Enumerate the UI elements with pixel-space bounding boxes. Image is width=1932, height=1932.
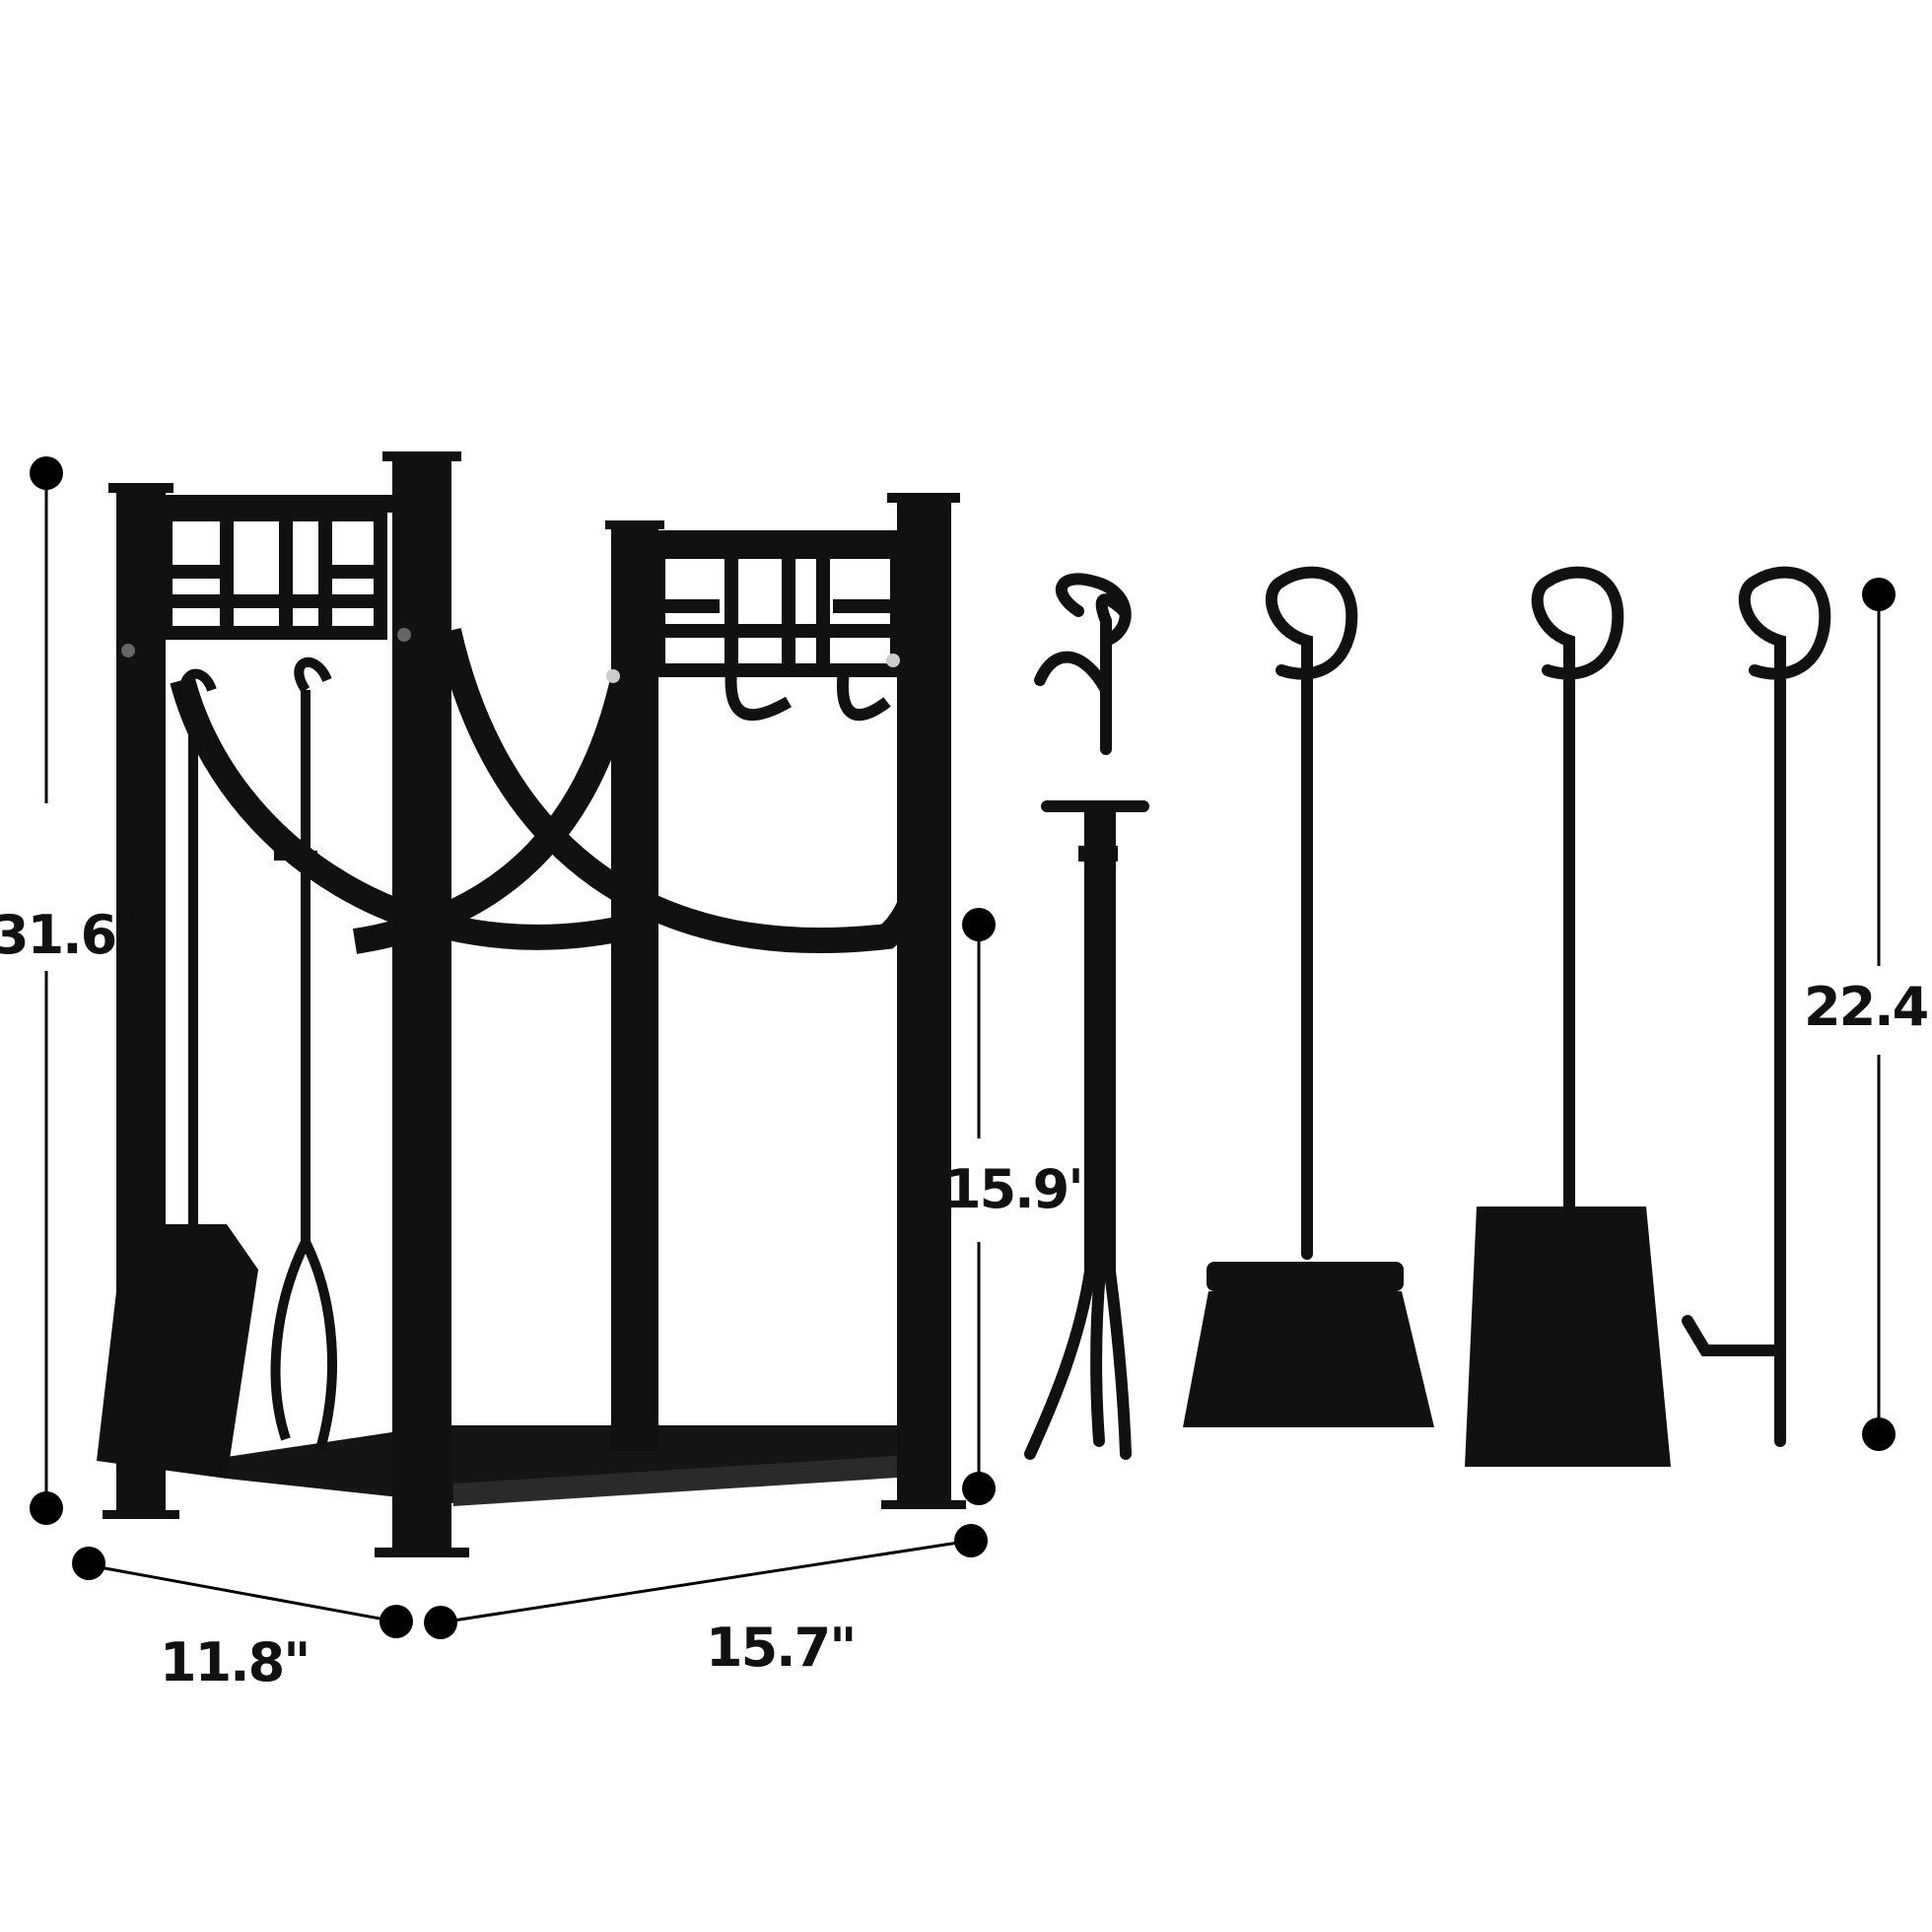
rack-post-back-right	[897, 498, 951, 1506]
rack-front-lattice	[159, 508, 387, 640]
shovel-icon	[1465, 566, 1671, 1467]
dimension-dot	[30, 456, 63, 490]
dimension-dot	[1862, 578, 1896, 611]
rack-foot-2	[375, 1548, 469, 1557]
width-label: 15.7"	[706, 1617, 855, 1679]
rack-back-rail	[611, 530, 925, 546]
shelf-height-label: 15.9"	[944, 1158, 1093, 1220]
rack-cap-2	[382, 451, 461, 461]
rack-tongs-loop	[294, 656, 332, 693]
dimension-dot	[30, 1491, 63, 1525]
rack-tongs	[270, 690, 337, 1451]
bolt-icon	[397, 628, 411, 642]
rack-strap-cross	[436, 628, 938, 953]
rack-post-back-left	[611, 524, 658, 1451]
rack-foot-1	[103, 1510, 179, 1519]
tongs-collar	[1078, 846, 1118, 862]
rack-shovel-loop	[178, 668, 217, 731]
rack-base-front	[453, 1454, 929, 1506]
depth-label: 11.8"	[160, 1631, 309, 1693]
rack-shovel-blade	[97, 1224, 258, 1479]
broom-icon	[1183, 566, 1434, 1427]
rack-cap-3	[605, 520, 664, 529]
log-rack	[97, 451, 966, 1557]
rack-back-lattice	[652, 545, 904, 677]
bolt-icon	[606, 669, 620, 683]
rack-strap-front	[170, 676, 634, 950]
rack-post-front-right	[392, 455, 451, 1550]
tool-length-label: 22.4"	[1804, 976, 1932, 1038]
rack-hook-1	[724, 669, 792, 722]
bolt-icon	[886, 654, 900, 667]
dimension-dot	[962, 1472, 996, 1505]
rack-hook-2	[836, 669, 891, 722]
dimension-lines	[30, 456, 1896, 1639]
poker-icon	[1682, 566, 1831, 1447]
tongs-icon	[1024, 573, 1149, 1460]
total-height-label: 31.6"	[0, 904, 141, 966]
dimension-dot	[380, 1605, 413, 1638]
rack-cap-4	[887, 493, 960, 503]
bolt-icon	[121, 644, 135, 657]
rack-foot-3	[881, 1500, 966, 1509]
dimension-dot	[424, 1606, 457, 1639]
rack-cap-1	[108, 483, 173, 493]
dimension-dot	[72, 1547, 105, 1580]
dimension-dot	[1862, 1417, 1896, 1451]
dimension-dot	[962, 908, 996, 941]
dimension-dot	[954, 1524, 988, 1557]
